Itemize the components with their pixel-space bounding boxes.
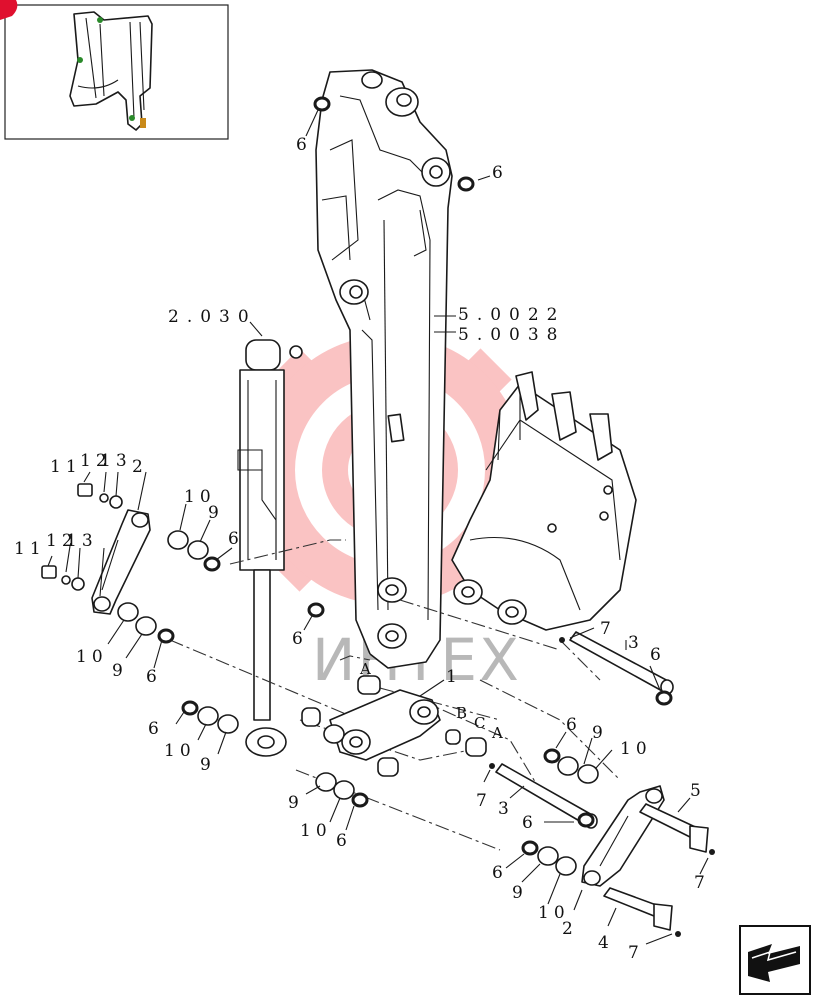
- bucket: [451, 371, 637, 631]
- callout-left-9-b: 9: [112, 661, 128, 681]
- callout-pin-7-top: 7: [600, 619, 616, 639]
- callout-top-right-6: 6: [492, 163, 508, 183]
- callout-left-6-b: 6: [146, 667, 162, 687]
- callout-bot-6: 6: [336, 831, 352, 851]
- callout-pin-4: 4: [598, 933, 614, 953]
- callout-left-11-b: 11: [14, 539, 46, 559]
- callout-left-12-b: 12: [46, 531, 78, 551]
- next-page-arrow-icon: [748, 944, 800, 982]
- callout-low-6: 6: [148, 719, 164, 739]
- pin-4: [603, 887, 673, 931]
- letter-b: B: [456, 704, 467, 722]
- pin-5: [639, 803, 709, 853]
- callout-bot-10: 10: [300, 821, 332, 841]
- bolt-11-a: [77, 483, 123, 509]
- callout-right-6: 6: [566, 715, 582, 735]
- callout-left-9-a: 9: [208, 503, 224, 523]
- callout-pin-3-mid: 3: [498, 799, 514, 819]
- callout-left-13-b: 13: [66, 531, 98, 551]
- callout-pin-3-top: 3: [628, 633, 644, 653]
- callout-right-9: 9: [592, 723, 608, 743]
- side-plate-right: [581, 785, 665, 887]
- boom-arm: [315, 69, 453, 669]
- assembly-lines: [169, 539, 621, 851]
- next-page-button[interactable]: [739, 925, 811, 995]
- callout-pin-7-r: 7: [694, 873, 710, 893]
- ref-cylinder[interactable]: 2.030: [168, 307, 257, 327]
- leader-lines: [47, 109, 709, 945]
- callout-pin-7-b: 7: [628, 943, 644, 963]
- thumbnail-badge: [0, 0, 18, 20]
- callout-left-11-a: 11: [50, 457, 82, 477]
- callout-link-1: 1: [446, 667, 462, 687]
- excavator-arm-thumbnail-icon: [69, 11, 153, 131]
- ref-boom-a[interactable]: 5.0022: [458, 305, 565, 325]
- callout-low-10: 10: [164, 741, 196, 761]
- callout-mid-6: 6: [292, 629, 308, 649]
- callout-br-2: 2: [562, 919, 578, 939]
- callout-pin-5: 5: [690, 781, 706, 801]
- callout-br-9: 9: [512, 883, 528, 903]
- callout-left-13-a: 13: [100, 451, 132, 471]
- callout-left-10-a: 10: [184, 487, 216, 507]
- letter-a-top: A: [359, 660, 371, 678]
- bucket-link: [301, 675, 487, 777]
- ref-boom-b[interactable]: 5.0038: [458, 325, 565, 345]
- callout-top-left-6: 6: [296, 135, 312, 155]
- callout-left-2-a: 2: [132, 457, 148, 477]
- callout-left-10-b: 10: [76, 647, 108, 667]
- callout-low-9: 9: [200, 755, 216, 775]
- callout-right-10: 10: [620, 739, 652, 759]
- callout-pin-6-mid: 6: [522, 813, 538, 833]
- callout-pin-6-top: 6: [650, 645, 666, 665]
- callout-left-12-a: 12: [80, 451, 112, 471]
- callout-pin-7-mid: 7: [476, 791, 492, 811]
- shim-rings: [117, 96, 715, 937]
- callout-bot-9: 9: [288, 793, 304, 813]
- callout-br-10: 10: [538, 903, 570, 923]
- callout-left-6-a: 6: [228, 529, 244, 549]
- bolt-11-b: [41, 565, 85, 591]
- thumbnail-frame[interactable]: [0, 0, 229, 140]
- side-plate-left: [91, 509, 151, 615]
- hydraulic-cylinder: [237, 339, 303, 757]
- callout-br-6: 6: [492, 863, 508, 883]
- letter-a-right: A: [491, 724, 503, 742]
- letter-c: C: [474, 714, 485, 732]
